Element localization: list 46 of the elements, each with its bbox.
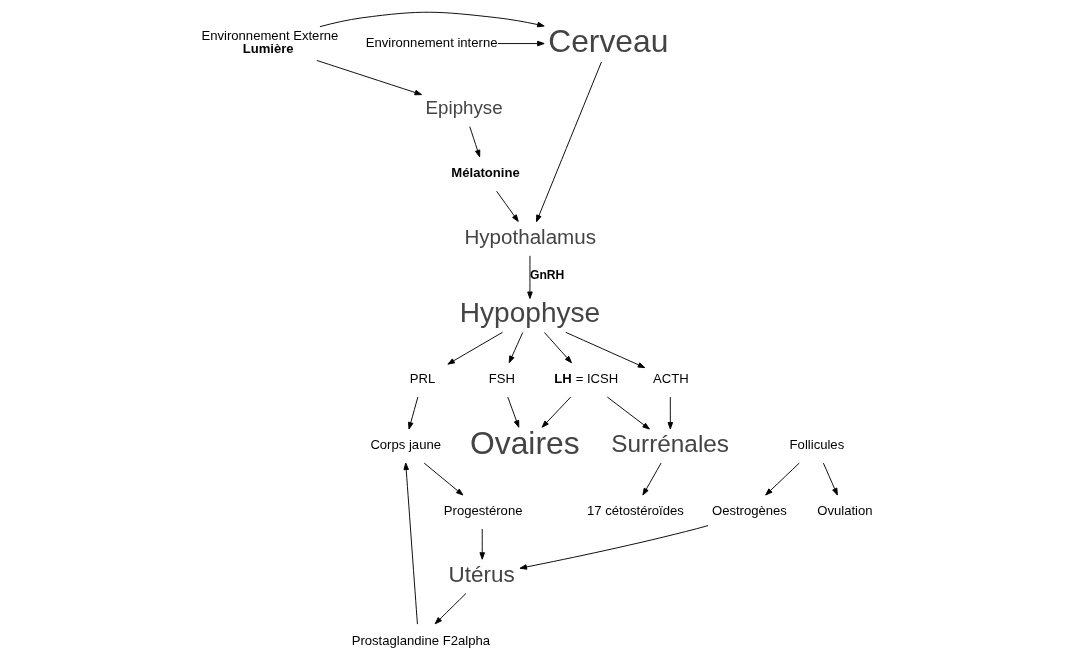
node-text: Prostaglandine F2alpha	[351, 632, 490, 648]
arrow	[541, 396, 571, 428]
arrow	[423, 462, 463, 496]
node-text: Progestérone	[443, 503, 522, 519]
node-text: PRL	[409, 371, 435, 387]
arrow	[318, 11, 545, 28]
arrow	[407, 396, 418, 430]
arrow	[606, 396, 650, 430]
arrow	[667, 396, 673, 430]
arrow	[468, 126, 480, 158]
arrow	[764, 462, 800, 496]
node-text: Hypothalamus	[463, 224, 596, 248]
node-text: ACTH	[652, 371, 689, 387]
node-text: Follicules	[789, 437, 844, 453]
arrow	[526, 255, 533, 299]
node-text: Ovaires	[469, 425, 580, 462]
node-text: FSH	[488, 371, 515, 387]
node-text: Cerveau	[547, 22, 668, 59]
node-text: 17 cétostéroïdes	[586, 503, 684, 519]
node-text: Hypophyse	[459, 297, 600, 329]
node-text: Utérus	[448, 562, 515, 588]
arrow	[519, 525, 709, 570]
arrow	[402, 462, 418, 625]
arrow	[543, 332, 572, 364]
edge-label: GnRH	[529, 268, 564, 283]
node-text: Mélatonine	[450, 164, 520, 180]
arrow	[478, 528, 485, 560]
node-text: Oestrogènes	[711, 503, 787, 519]
node-text: Environnement Externe Lumière	[200, 28, 338, 57]
arrow	[315, 59, 422, 96]
arrow	[506, 396, 519, 428]
node-text: Corps jaune	[369, 437, 441, 453]
arrow	[446, 331, 503, 365]
arrow	[434, 593, 466, 625]
node-text: Environnement interne	[365, 35, 497, 51]
arrow	[641, 462, 662, 496]
arrow	[495, 190, 519, 222]
arrow	[535, 61, 602, 223]
node-text: Ovulation	[816, 503, 873, 519]
node-text: Epiphyse	[425, 97, 503, 119]
node-text: Surrénales	[610, 429, 729, 457]
arrow	[822, 462, 838, 496]
arrow	[508, 332, 523, 364]
arrow	[496, 40, 545, 47]
arrow	[564, 331, 645, 369]
node-text: LH = ICSH	[553, 370, 618, 386]
